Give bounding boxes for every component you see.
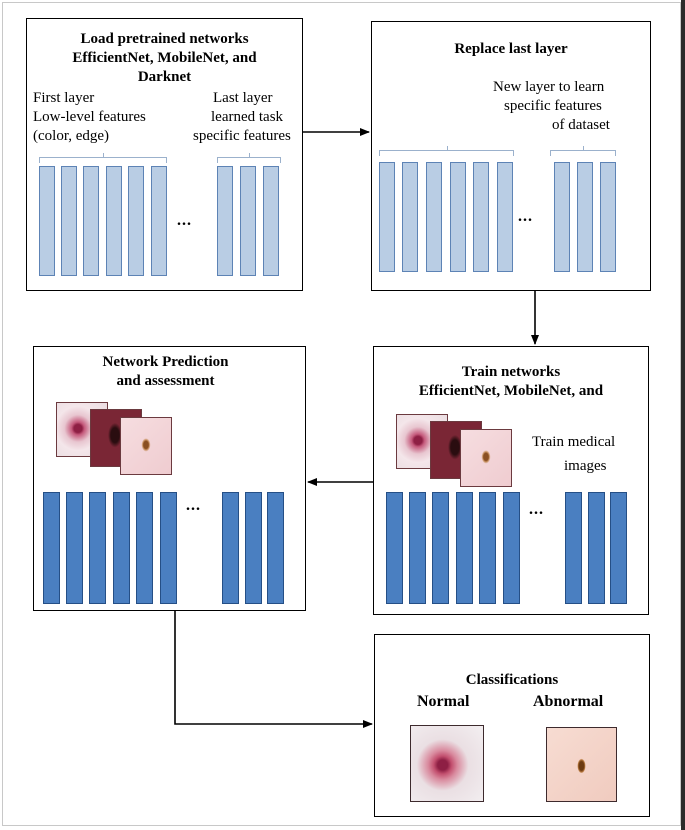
prediction-layer-1 (43, 492, 60, 604)
prediction-sample-image-3 (120, 417, 172, 475)
last-layer-label: Last layer (213, 90, 273, 106)
pretrained-layer-1 (39, 166, 55, 276)
train-layer-3 (432, 492, 449, 604)
prediction-layer-5 (136, 492, 153, 604)
load-title-line-2: EfficientNet, MobileNet, and (72, 50, 257, 66)
specific-features-label: specific features (193, 128, 291, 144)
prediction-ellipsis: ... (186, 497, 201, 514)
load-title-line-3: Darknet (137, 69, 192, 85)
pretrained-last-layer-1 (217, 166, 233, 276)
train-sample-image-3 (460, 429, 512, 487)
replace-layer-3 (426, 162, 442, 272)
load-pretrained-box: Load pretrained networks EfficientNet, M… (26, 18, 303, 291)
load-ellipsis: ... (177, 212, 192, 229)
pretrained-layer-2 (61, 166, 77, 276)
learned-task-label: learned task (211, 109, 284, 125)
new-layer-label-line-3: of dataset (552, 117, 610, 133)
first-layer-label: First layer (33, 90, 95, 106)
train-title-line-2: EfficientNet, MobileNet, and (418, 383, 604, 399)
first-layers-bracket (39, 153, 167, 163)
replace-layer-6 (497, 162, 513, 272)
train-networks-box: Train networks EfficientNet, MobileNet, … (373, 346, 649, 615)
train-layer-2 (409, 492, 426, 604)
classifications-box: Classifications Normal Abnormal (374, 634, 650, 817)
train-layer-1 (386, 492, 403, 604)
frame-edge (681, 0, 685, 830)
prediction-last-layer-2 (245, 492, 262, 604)
replace-layer-1 (379, 162, 395, 272)
train-last-layer-1 (565, 492, 582, 604)
pretrained-layer-3 (83, 166, 99, 276)
train-layer-6 (503, 492, 520, 604)
train-layer-4 (456, 492, 473, 604)
prediction-last-layer-3 (267, 492, 284, 604)
pretrained-layer-5 (128, 166, 144, 276)
replace-last-layer-box: Replace last layer New layer to learn sp… (371, 21, 651, 291)
classifications-title: Classifications (465, 672, 559, 688)
pretrained-layer-6 (151, 166, 167, 276)
abnormal-label: Abnormal (533, 693, 604, 710)
replace-last-bracket (550, 146, 616, 156)
last-layers-bracket (217, 153, 281, 163)
new-layer-1 (554, 162, 570, 272)
new-layer-label-line-1: New layer to learn (493, 79, 605, 95)
train-layer-5 (479, 492, 496, 604)
prediction-last-layer-1 (222, 492, 239, 604)
prediction-layer-4 (113, 492, 130, 604)
pretrained-layer-4 (106, 166, 122, 276)
pretrained-last-layer-3 (263, 166, 279, 276)
normal-label: Normal (417, 693, 470, 710)
pretrained-last-layer-2 (240, 166, 256, 276)
new-layer-label-line-2: specific features (504, 98, 602, 114)
prediction-layer-2 (66, 492, 83, 604)
replace-title: Replace last layer (454, 41, 568, 57)
replace-layer-4 (450, 162, 466, 272)
new-layer-3 (600, 162, 616, 272)
network-prediction-box: Network Prediction and assessment ... (33, 346, 306, 611)
images-label: images (564, 458, 607, 474)
abnormal-sample-image (546, 727, 617, 802)
new-layer-2 (577, 162, 593, 272)
color-edge-label: (color, edge) (33, 128, 110, 144)
replace-layer-2 (402, 162, 418, 272)
replace-first-bracket (379, 146, 514, 156)
replace-ellipsis: ... (518, 208, 533, 225)
arrow-prediction-to-classifications (174, 611, 373, 728)
low-level-features-label: Low-level features (33, 109, 146, 125)
train-last-layer-2 (588, 492, 605, 604)
normal-sample-image (410, 725, 484, 802)
prediction-layer-3 (89, 492, 106, 604)
load-title-line-1: Load pretrained networks (80, 31, 249, 47)
prediction-title-line-1: Network Prediction (102, 354, 229, 370)
replace-layer-5 (473, 162, 489, 272)
prediction-layer-6 (160, 492, 177, 604)
train-ellipsis: ... (529, 501, 544, 518)
train-medical-label: Train medical (532, 434, 616, 450)
train-title-line-1: Train networks (461, 364, 561, 380)
train-last-layer-3 (610, 492, 627, 604)
prediction-title-line-2: and assessment (116, 373, 215, 389)
